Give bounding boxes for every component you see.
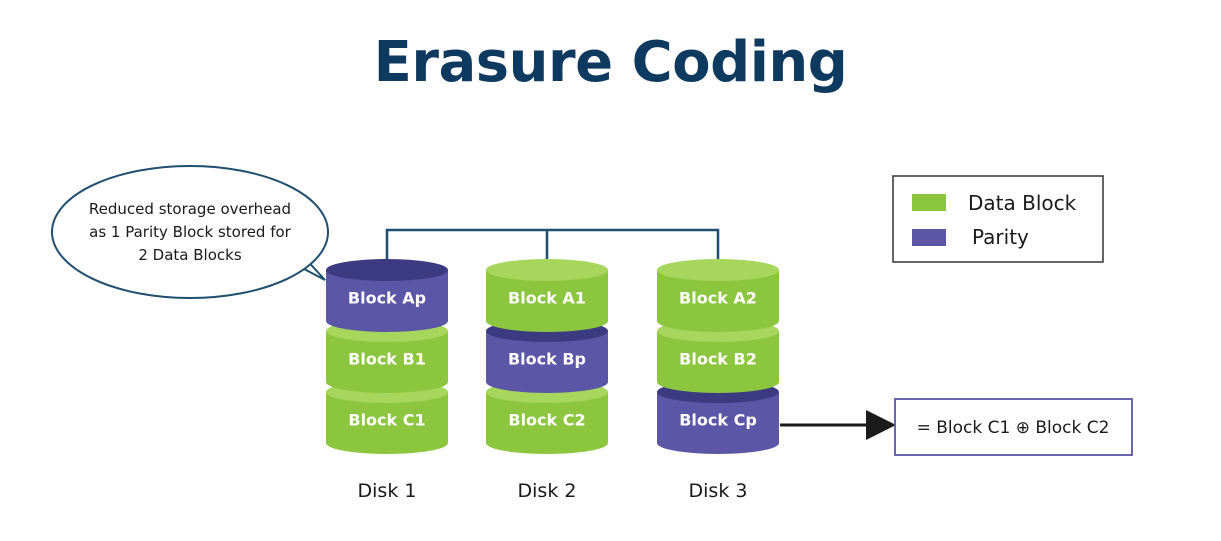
callout-line-3: 2 Data Blocks xyxy=(138,246,241,264)
disk-label: Disk 2 xyxy=(518,480,577,502)
formula-box: = Block C1 ⊕ Block C2 xyxy=(894,398,1133,456)
block-label: Block C2 xyxy=(508,411,585,430)
block-label: Block Ap xyxy=(348,289,426,308)
formula-text: = Block C1 ⊕ Block C2 xyxy=(917,418,1110,438)
block-label: Block C1 xyxy=(348,411,425,430)
callout-line-2: as 1 Parity Block stored for xyxy=(89,223,292,241)
block-block-bp: Block Bp xyxy=(486,320,608,393)
legend-label-parity: Parity xyxy=(972,225,1029,249)
legend: Data Block Parity xyxy=(892,175,1104,263)
block-label: Block A2 xyxy=(679,289,757,308)
callout-line-1: Reduced storage overhead xyxy=(89,200,291,218)
block-label: Block A1 xyxy=(508,289,586,308)
block-block-c1: Block C1 xyxy=(326,381,448,454)
callout-bubble: Reduced storage overhead as 1 Parity Blo… xyxy=(51,165,329,299)
block-block-a1: Block A1 xyxy=(486,259,608,332)
legend-label-data: Data Block xyxy=(968,191,1077,215)
disk-2: Block C2 Block Bp Block A1 Disk 2 xyxy=(486,259,608,502)
disk-label: Disk 3 xyxy=(689,480,748,502)
legend-swatch-parity xyxy=(912,229,946,246)
page-title: Erasure Coding xyxy=(373,30,848,95)
callout-ellipse xyxy=(51,165,329,299)
block-block-c2: Block C2 xyxy=(486,381,608,454)
disk-1: Block C1 Block B1 Block Ap Disk 1 xyxy=(326,259,448,502)
block-block-a2: Block A2 xyxy=(657,259,779,332)
block-block-ap: Block Ap xyxy=(326,259,448,332)
disk-label: Disk 1 xyxy=(358,480,417,502)
disk-3: Block Cp Block B2 Block A2 Disk 3 xyxy=(657,259,779,502)
block-label: Block Cp xyxy=(679,411,757,430)
legend-box xyxy=(892,175,1104,263)
block-label: Block B2 xyxy=(679,350,757,369)
block-label: Block Bp xyxy=(508,350,586,369)
legend-swatch-data xyxy=(912,194,946,211)
block-label: Block B1 xyxy=(348,350,426,369)
